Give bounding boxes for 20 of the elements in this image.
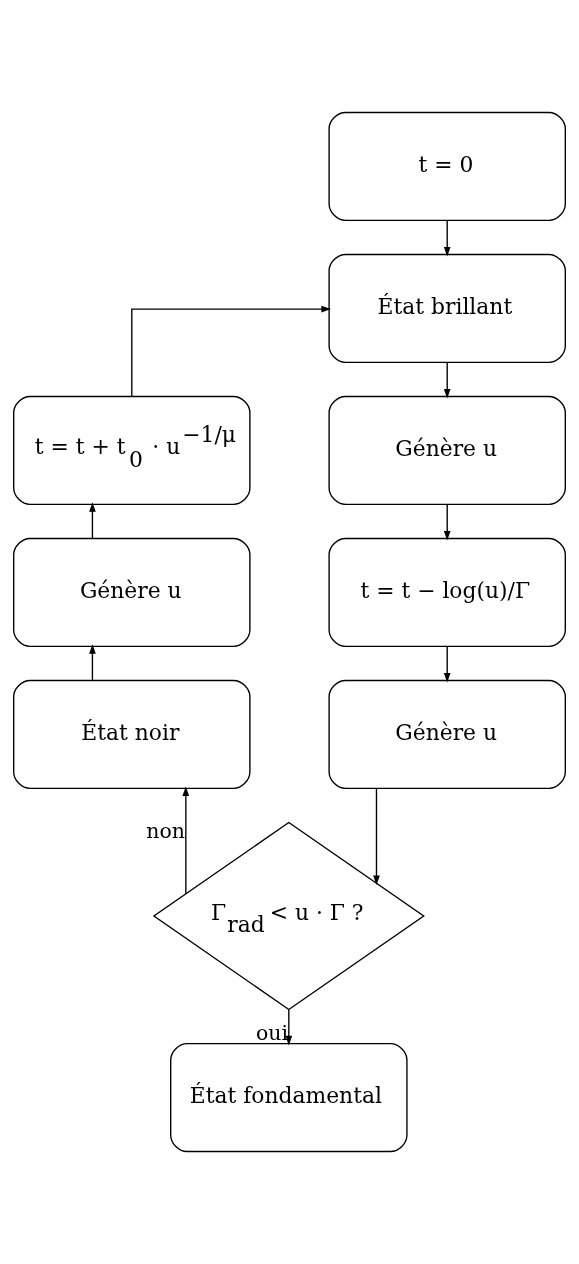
- node-box: Génère u: [13, 537, 251, 648]
- arrow: [443, 503, 451, 541]
- arrow: [443, 219, 451, 257]
- node-box: État noir: [13, 679, 251, 790]
- arrow: [89, 502, 96, 539]
- edge-label: oui: [256, 1020, 289, 1045]
- node-box: État brillant: [328, 253, 566, 363]
- node-box: t = 0: [328, 111, 566, 221]
- arrow: [443, 361, 451, 399]
- node-box: t = t − log(u)/Γ: [328, 537, 566, 648]
- arrow: [131, 305, 331, 397]
- node-box: Génère u: [328, 679, 566, 790]
- node-box: Génère u: [328, 395, 566, 505]
- arrow: [443, 645, 451, 683]
- edge-label: non: [146, 818, 185, 843]
- arrow: [285, 1009, 293, 1046]
- arrow: [373, 787, 380, 886]
- node-box: État fondamental: [170, 1043, 408, 1153]
- arrow: [182, 786, 190, 895]
- arrow: [89, 644, 96, 681]
